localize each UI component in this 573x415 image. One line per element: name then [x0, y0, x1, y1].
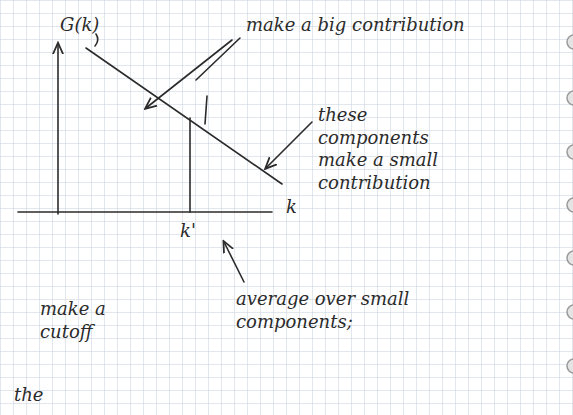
pen-stroke [95, 34, 98, 46]
note: the [14, 384, 43, 407]
y-axis [57, 44, 59, 214]
note: make a cutoff [40, 298, 130, 343]
pen-stroke [205, 96, 207, 124]
note: average over small components; [236, 288, 426, 333]
leader-arrow [266, 122, 312, 168]
leader-arrow [224, 242, 244, 282]
leader-arrow [146, 40, 232, 108]
leader-arrow [196, 38, 240, 80]
axis-tick-label: k' [180, 220, 196, 243]
x-axis [18, 211, 272, 213]
axis-label: G(k) [60, 14, 99, 37]
note: these components make a small contributi… [318, 104, 458, 194]
binder-holes [567, 35, 573, 373]
axis-label: k [286, 196, 297, 219]
decreasing-curve [86, 48, 282, 184]
cutoff-line [189, 118, 191, 212]
note: make a big contribution [246, 14, 465, 37]
